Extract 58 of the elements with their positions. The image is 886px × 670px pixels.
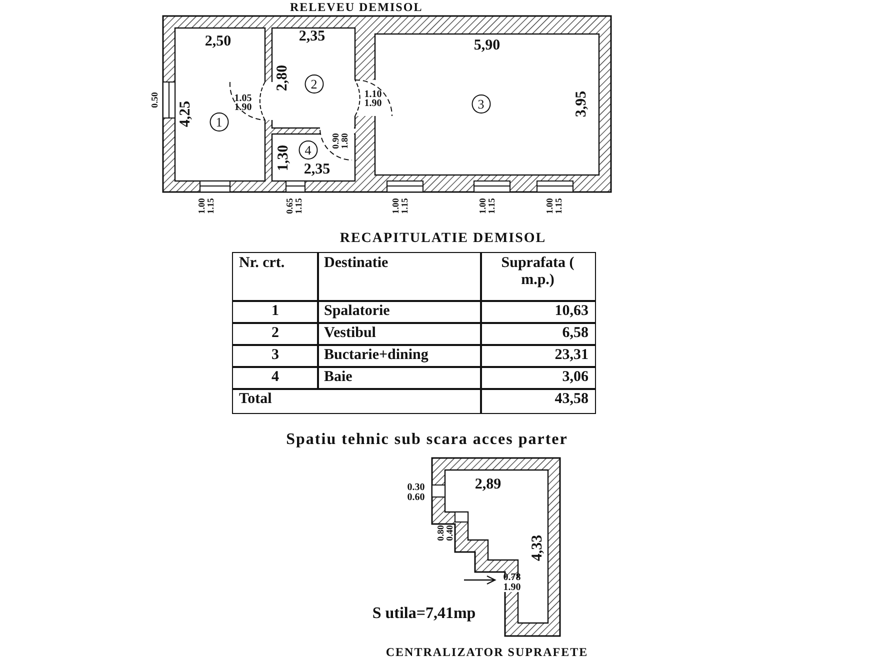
window-dimension: 1.00: [198, 198, 206, 214]
window-dimension: 1.00: [546, 198, 554, 214]
table-cell: 3: [232, 344, 318, 368]
table-cell: 43,58: [480, 388, 596, 414]
table-cell: Buctarie+dining: [317, 344, 482, 368]
dimension-label: 3,95: [574, 90, 590, 118]
table-cell: Vestibul: [317, 322, 482, 346]
window-dimension: 0.50: [150, 92, 160, 108]
table-cell: Total: [232, 388, 482, 414]
table-cell: Suprafata ( m.p.): [480, 252, 596, 302]
table-cell: 4: [232, 366, 318, 390]
dimension-label: 2,35: [304, 162, 330, 178]
window-dimension: 0.40: [446, 525, 454, 541]
room-number: 2: [304, 74, 324, 94]
window-dimension: 1.15: [488, 198, 496, 214]
dimension-label: 2,35: [298, 30, 326, 44]
dimension-label: 2,80: [276, 64, 290, 92]
window-dimension: 0.80: [436, 525, 446, 541]
table-cell: Spalatorie: [317, 300, 482, 324]
section-heading: Spatiu tehnic sub scara acces parter: [286, 432, 568, 448]
table-cell: Baie: [317, 366, 482, 390]
door-dimension: 0.90: [332, 133, 340, 149]
door-dimension: 1.10: [364, 90, 382, 100]
section-heading: CENTRALIZATOR SUPRAFETE: [386, 646, 588, 658]
door-dimension: 1.80: [340, 133, 350, 149]
dimension-label: 2,89: [474, 478, 502, 492]
dimension-label: 4,33: [530, 534, 546, 562]
window-dimension: 1.15: [206, 198, 216, 214]
room-number: 3: [472, 94, 490, 114]
door-dimension: 1.05: [234, 94, 252, 104]
door-dimension: 1.90: [503, 583, 521, 593]
window-dimension: 0.60: [407, 493, 425, 503]
table-cell: 10,63: [480, 300, 596, 324]
area-note: S utila=7,41mp: [372, 606, 476, 622]
dimension-label: 1,30: [276, 144, 292, 172]
window-dimension: 1.15: [294, 198, 304, 214]
table-cell: 1: [232, 300, 318, 324]
window-dimension: 1.15: [554, 198, 564, 214]
window-dimension: 0.65: [286, 198, 294, 214]
window-dimension: 0.30: [407, 483, 425, 493]
room-number: 1: [210, 112, 228, 132]
dimension-label: 4,25: [178, 100, 194, 128]
door-dimension: 1.90: [364, 99, 382, 109]
table-cell: Nr. crt.: [232, 252, 318, 302]
table-cell: 23,31: [480, 344, 596, 368]
window-dimension: 1.15: [400, 198, 410, 214]
dimension-label: 5,90: [474, 38, 500, 54]
dimension-label: 2,50: [204, 34, 232, 50]
door-dimension: 1.90: [234, 103, 252, 113]
table-cell: Destinatie: [317, 252, 482, 302]
plan-title: RELEVEU DEMISOL: [290, 1, 423, 13]
table-cell: 3,06: [480, 366, 596, 390]
table-cell: 2: [232, 322, 318, 346]
table-title: RECAPITULATIE DEMISOL: [340, 232, 546, 246]
window-dimension: 1.00: [392, 198, 400, 214]
room-number: 4: [298, 140, 318, 160]
window-dimension: 1.00: [478, 198, 488, 214]
table-cell: 6,58: [480, 322, 596, 346]
